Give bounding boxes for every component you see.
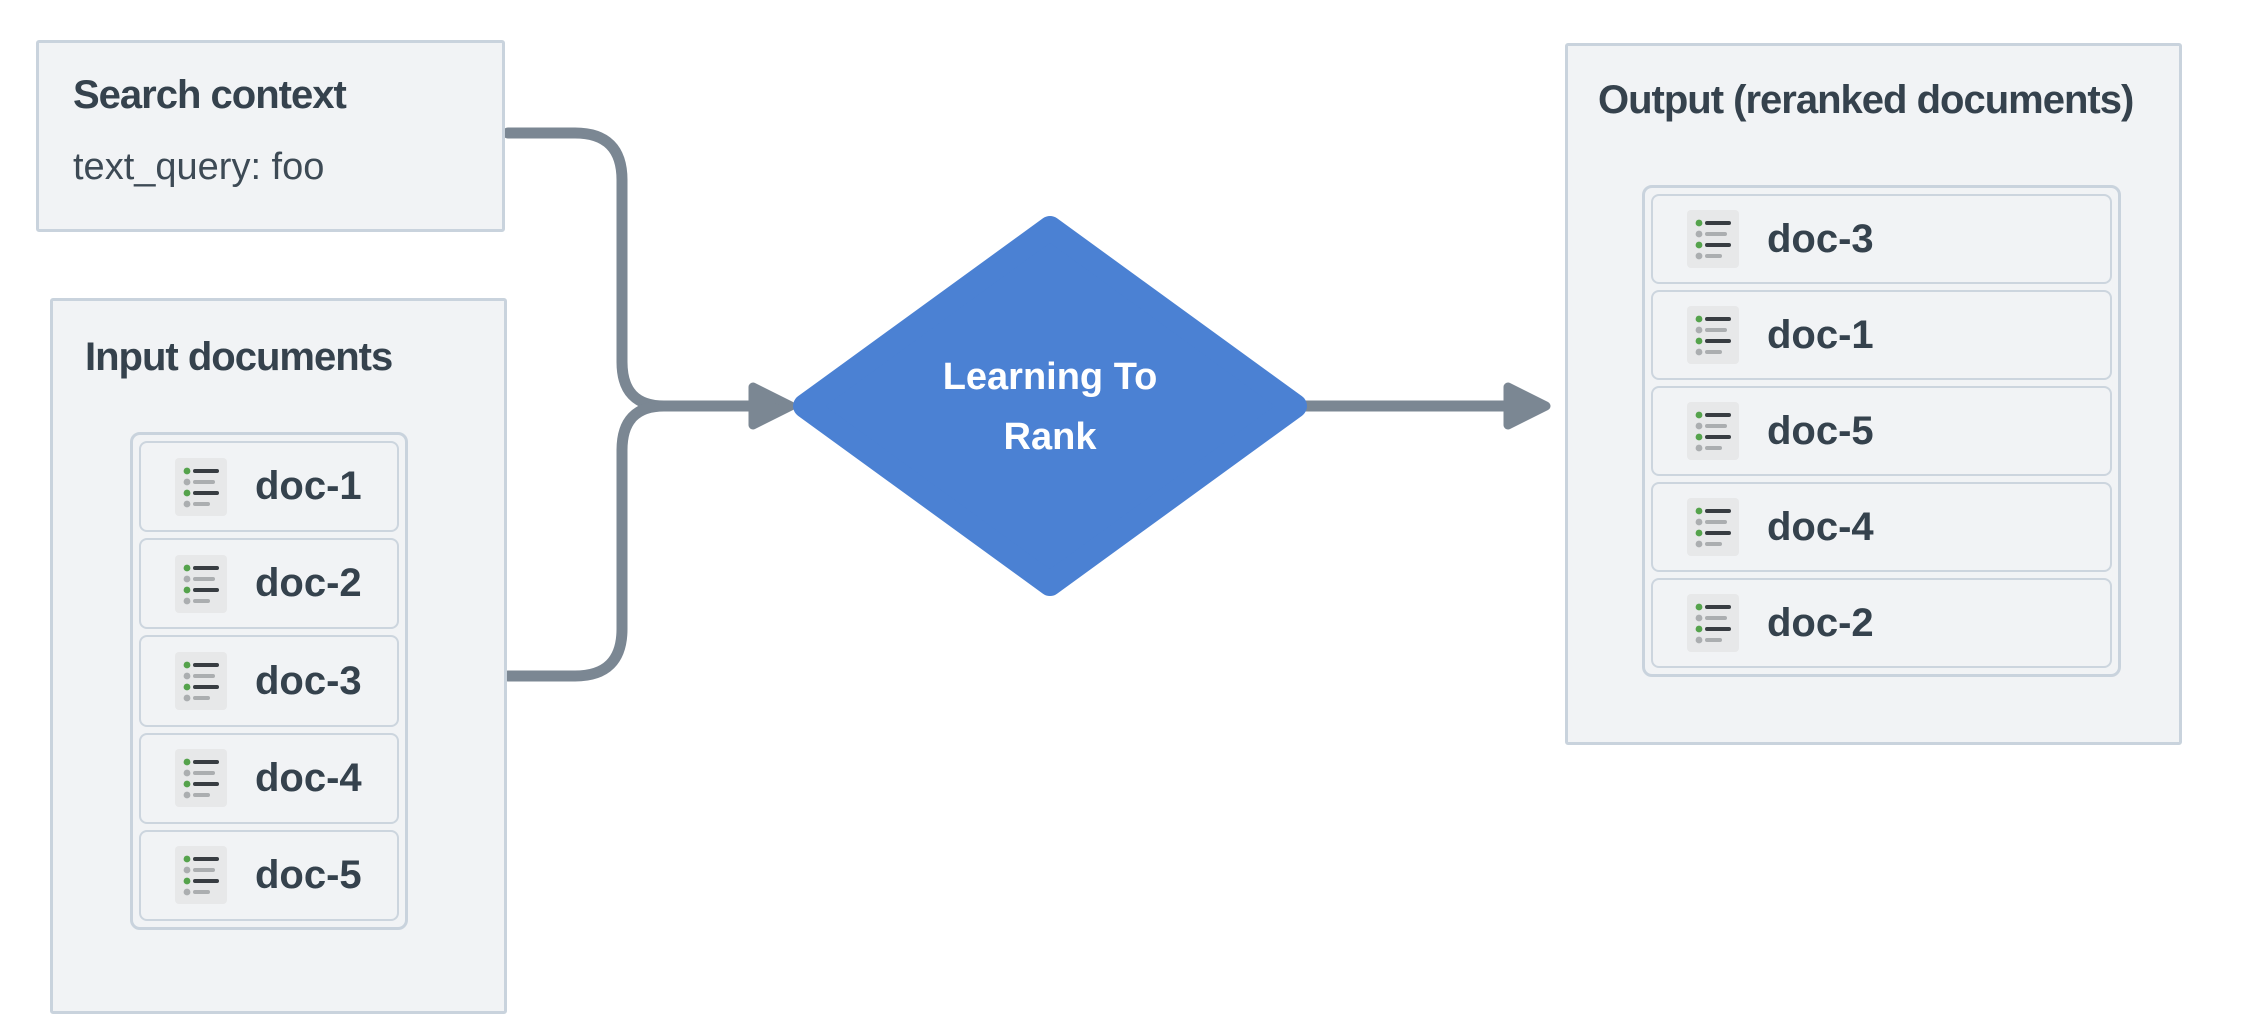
doc-list-icon <box>175 749 227 808</box>
doc-label: doc-3 <box>1767 216 1874 261</box>
doc-label: doc-5 <box>1767 408 1874 453</box>
text-query-value: text_query: foo <box>73 146 325 188</box>
doc-label: doc-2 <box>1767 600 1874 645</box>
doc-list-icon <box>1687 210 1739 268</box>
output-doc-row: doc-1 <box>1651 290 2112 380</box>
doc-list-icon <box>175 457 227 516</box>
doc-label: doc-1 <box>255 464 362 509</box>
search-context-title: Search context <box>73 73 347 117</box>
output-doc-row: doc-5 <box>1651 386 2112 476</box>
diamond-label-line1: Learning To <box>942 356 1158 398</box>
diamond-node-label: Learning To Rank <box>890 338 1210 476</box>
input-doc-row: doc-4 <box>139 732 399 824</box>
connector-from-input-documents <box>502 400 670 682</box>
doc-label: doc-4 <box>1767 504 1874 549</box>
diamond-label-line2: Rank <box>1003 416 1097 458</box>
search-context-panel: Search context text_query: foo <box>36 40 505 232</box>
output-documents-list: doc-3 doc-1 doc-5 doc-4 doc-2 <box>1642 185 2121 677</box>
doc-label: doc-5 <box>255 852 362 897</box>
input-doc-row: doc-2 <box>139 538 399 630</box>
doc-list-icon <box>175 554 227 613</box>
learning-to-rank-diamond <box>793 216 1307 596</box>
doc-list-icon <box>1687 498 1739 556</box>
output-title: Output (reranked documents) <box>1598 78 2134 122</box>
arrowhead-into-output-icon <box>1503 382 1551 430</box>
doc-label: doc-4 <box>255 755 362 800</box>
output-doc-row: doc-4 <box>1651 482 2112 572</box>
doc-list-icon <box>175 846 227 905</box>
output-doc-row: doc-3 <box>1651 194 2112 284</box>
doc-list-icon <box>1687 306 1739 364</box>
input-doc-row: doc-3 <box>139 635 399 727</box>
doc-list-icon <box>1687 402 1739 460</box>
output-doc-row: doc-2 <box>1651 578 2112 668</box>
connector-from-search-context <box>502 127 670 412</box>
input-doc-row: doc-5 <box>139 829 399 922</box>
doc-list-icon <box>1687 594 1739 652</box>
arrowhead-into-diamond-icon <box>748 382 796 430</box>
input-documents-list: doc-1 doc-2 doc-3 doc-4 doc-5 <box>130 432 408 930</box>
doc-label: doc-3 <box>255 658 362 703</box>
input-doc-row: doc-1 <box>139 441 399 533</box>
doc-label: doc-2 <box>255 561 362 606</box>
input-documents-title: Input documents <box>85 335 393 379</box>
doc-label: doc-1 <box>1767 312 1874 357</box>
doc-list-icon <box>175 652 227 710</box>
